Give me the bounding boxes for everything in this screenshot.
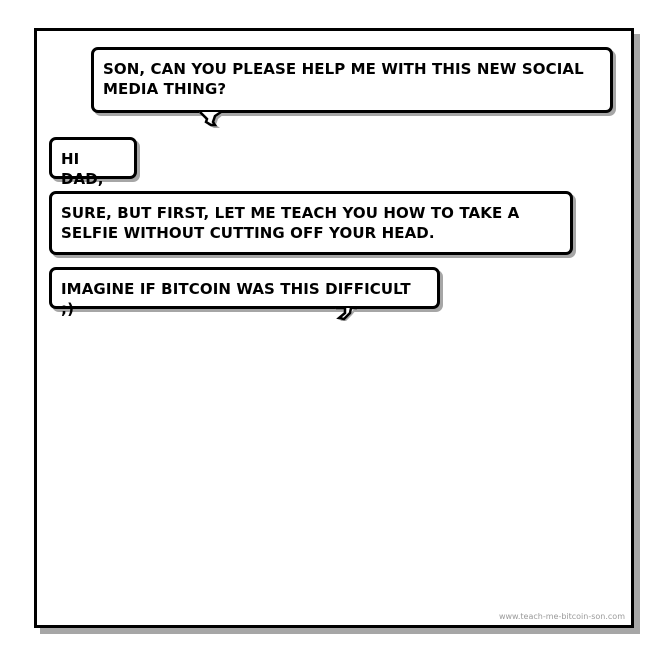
speech-bubble-dad: SON, CAN YOU PLEASE HELP ME WITH THIS NE… (91, 47, 613, 113)
speech-bubble-son: HI DAD, (49, 137, 137, 188)
speech-bubble-son: IMAGINE IF BITCOIN WAS THIS DIFFICULT ;) (49, 267, 440, 318)
bubble-text-line: HI DAD, (61, 150, 104, 188)
bubble-text-line: IMAGINE IF BITCOIN WAS THIS DIFFICULT ;) (61, 280, 411, 318)
bubble-text-line: MEDIA THING? (103, 80, 227, 98)
speech-bubble-tail-icon (335, 306, 357, 324)
comic-panel: SON, CAN YOU PLEASE HELP ME WITH THIS NE… (34, 28, 634, 628)
bubble-text-line: SURE, BUT FIRST, LET ME TEACH YOU HOW TO… (61, 204, 520, 222)
speech-bubble-son: SURE, BUT FIRST, LET ME TEACH YOU HOW TO… (49, 191, 573, 255)
bubble-text-line: SELFIE WITHOUT CUTTING OFF YOUR HEAD. (61, 224, 435, 242)
speech-bubble-tail-icon (199, 110, 223, 128)
bubble-text-line: SON, CAN YOU PLEASE HELP ME WITH THIS NE… (103, 60, 584, 78)
footer-url: www.teach-me-bitcoin-son.com (498, 612, 625, 621)
